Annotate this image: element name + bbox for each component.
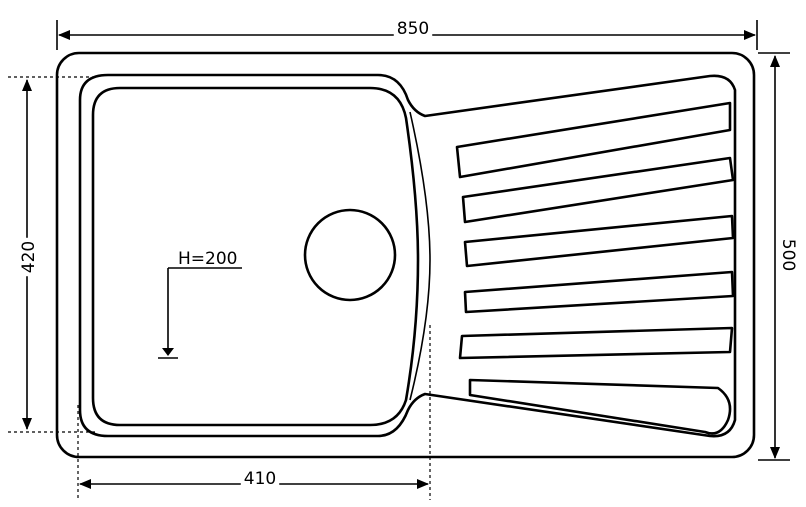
label-backing xyxy=(777,235,799,275)
drainer-groove-4 xyxy=(463,270,735,314)
drainer-groove-6-curved xyxy=(468,378,732,435)
depth-label: H=200 xyxy=(178,249,237,269)
height-dimension-label: 500 xyxy=(778,239,798,271)
sink-outer-outline xyxy=(55,51,756,459)
bowl-outer-outline xyxy=(78,73,737,438)
drain-hole xyxy=(303,208,397,302)
drainer-front-lip xyxy=(409,111,431,401)
drainer-groove-3 xyxy=(463,214,735,268)
label-backing xyxy=(240,468,280,490)
bowl-height-dimension-label: 420 xyxy=(19,241,39,273)
width-dimension-label: 850 xyxy=(397,19,429,39)
drainer-groove-1 xyxy=(455,101,732,179)
drainer-groove-5 xyxy=(458,326,734,360)
depth-marker-arrow xyxy=(162,348,174,356)
bowl-width-dimension-label: 410 xyxy=(244,469,276,489)
label-backing xyxy=(393,18,433,40)
label-backing xyxy=(18,237,40,277)
bowl-inner-outline xyxy=(91,86,420,427)
drainer-groove-2 xyxy=(461,156,735,224)
label-backing xyxy=(175,248,241,270)
